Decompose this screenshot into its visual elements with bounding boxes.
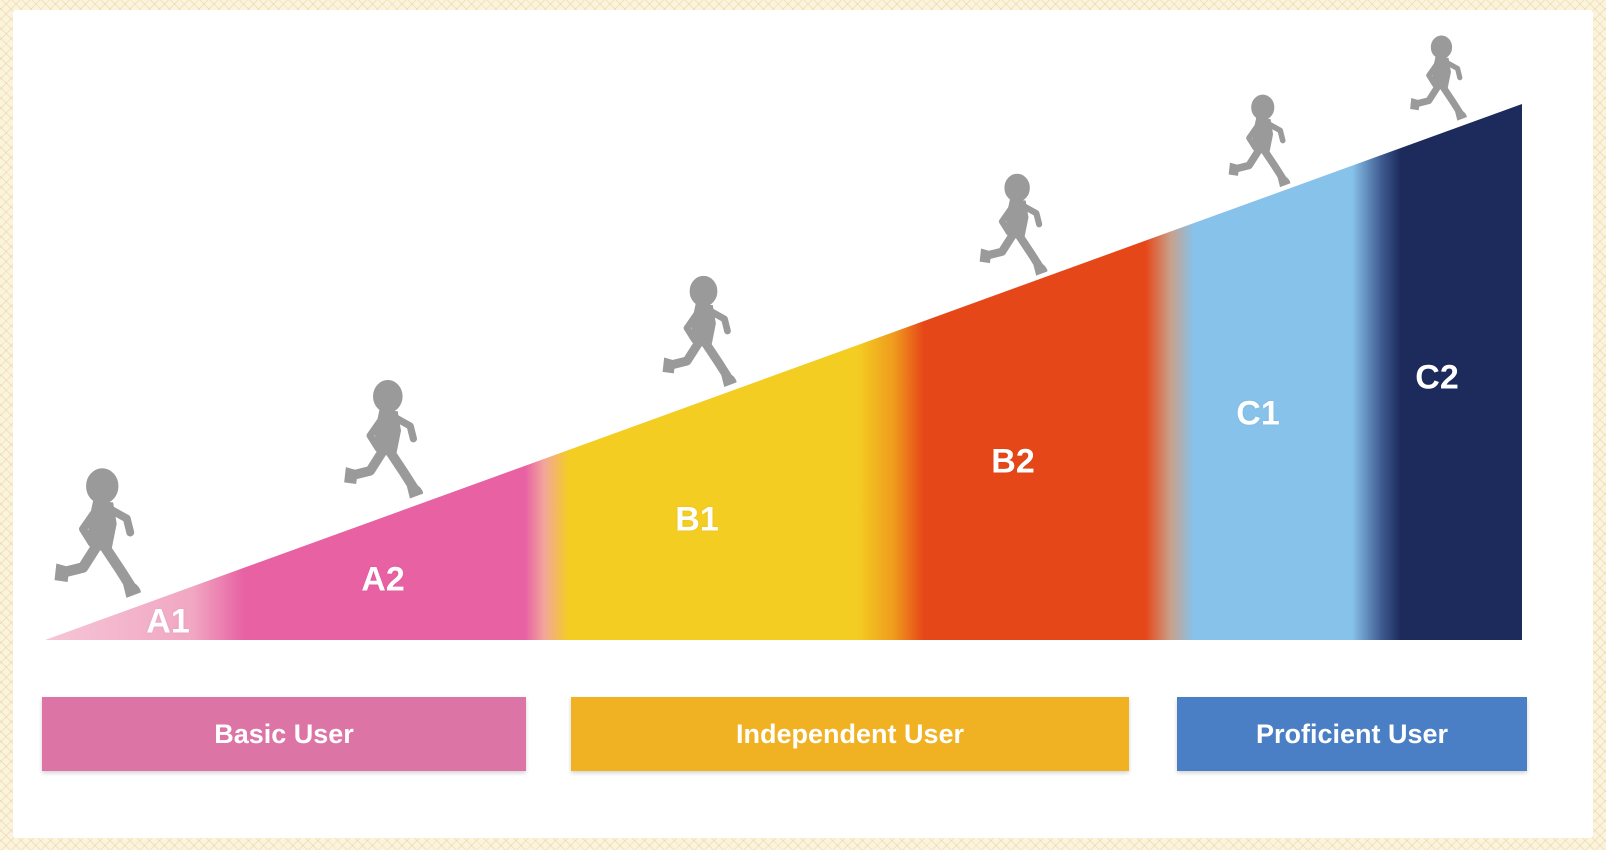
group-independent-user: Independent User	[571, 697, 1129, 771]
level-label-a1: A1	[146, 602, 190, 641]
running-person-icon	[42, 466, 152, 606]
level-label-a2: A2	[361, 560, 405, 599]
group-proficient-user: Proficient User	[1177, 697, 1527, 771]
ramp-triangle	[45, 104, 1522, 640]
group-basic-user-label: Basic User	[214, 718, 354, 749]
level-label-b1: B1	[675, 500, 719, 539]
group-proficient-user-label: Proficient User	[1255, 718, 1449, 749]
running-person-icon	[652, 274, 746, 394]
running-person-icon	[1220, 93, 1298, 193]
running-person-icon	[1402, 34, 1474, 126]
running-person-icon	[333, 378, 433, 506]
group-basic-user: Basic User	[42, 697, 526, 771]
level-label-b2: B2	[991, 442, 1035, 481]
running-person-icon	[970, 172, 1056, 282]
level-label-c1: C1	[1236, 394, 1280, 433]
group-independent-user-label: Independent User	[735, 718, 965, 749]
level-label-c2: C2	[1415, 358, 1459, 397]
